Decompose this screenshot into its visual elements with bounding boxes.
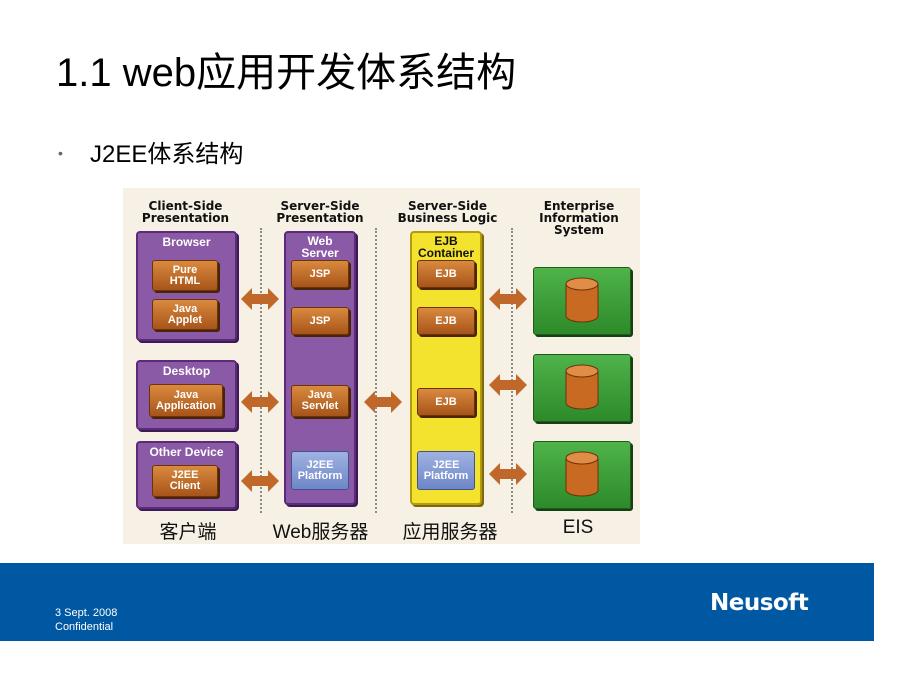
jsp-box: JSP [291, 260, 349, 288]
database-icon [565, 451, 599, 497]
database-icon [565, 364, 599, 410]
eis-system-box [533, 354, 631, 422]
column-footer-web: Web服务器 [272, 522, 369, 543]
eis-system-box [533, 267, 631, 335]
column-footer-eis: EIS [562, 517, 594, 538]
separator-line [260, 228, 262, 513]
double-arrow-icon [241, 391, 279, 413]
double-arrow-icon [489, 374, 527, 396]
double-arrow-icon [241, 470, 279, 492]
double-arrow-icon [364, 391, 402, 413]
footer-band: 3 Sept. 2008 Confidential Neusoft [0, 563, 874, 641]
neusoft-logo: Neusoft [710, 590, 809, 616]
ejb-box: EJB [417, 388, 475, 416]
bullet-text: J2EE体系结构 [90, 141, 244, 168]
desktop-label: Desktop [162, 364, 211, 378]
browser-label: Browser [162, 235, 211, 249]
database-icon [565, 277, 599, 323]
other-device-label: Other Device [149, 445, 224, 459]
ejb-box: EJB [417, 307, 475, 335]
column-footer-client: 客户端 [159, 522, 217, 543]
ejb-box: EJB [417, 260, 475, 288]
eis-system-box [533, 441, 631, 509]
separator-line [375, 228, 377, 513]
footer-date: 3 Sept. 2008 [55, 607, 118, 619]
double-arrow-icon [489, 288, 527, 310]
footer-info: 3 Sept. 2008 Confidential [55, 606, 117, 634]
double-arrow-icon [241, 288, 279, 310]
separator-line [511, 228, 513, 513]
bullet-marker: • [58, 145, 63, 161]
column-footer-business: 应用服务器 [402, 522, 498, 543]
double-arrow-icon [489, 463, 527, 485]
footer-confidential: Confidential [55, 621, 114, 633]
slide-title: 1.1 web应用开发体系结构 [56, 51, 517, 95]
jsp-box: JSP [291, 307, 349, 335]
